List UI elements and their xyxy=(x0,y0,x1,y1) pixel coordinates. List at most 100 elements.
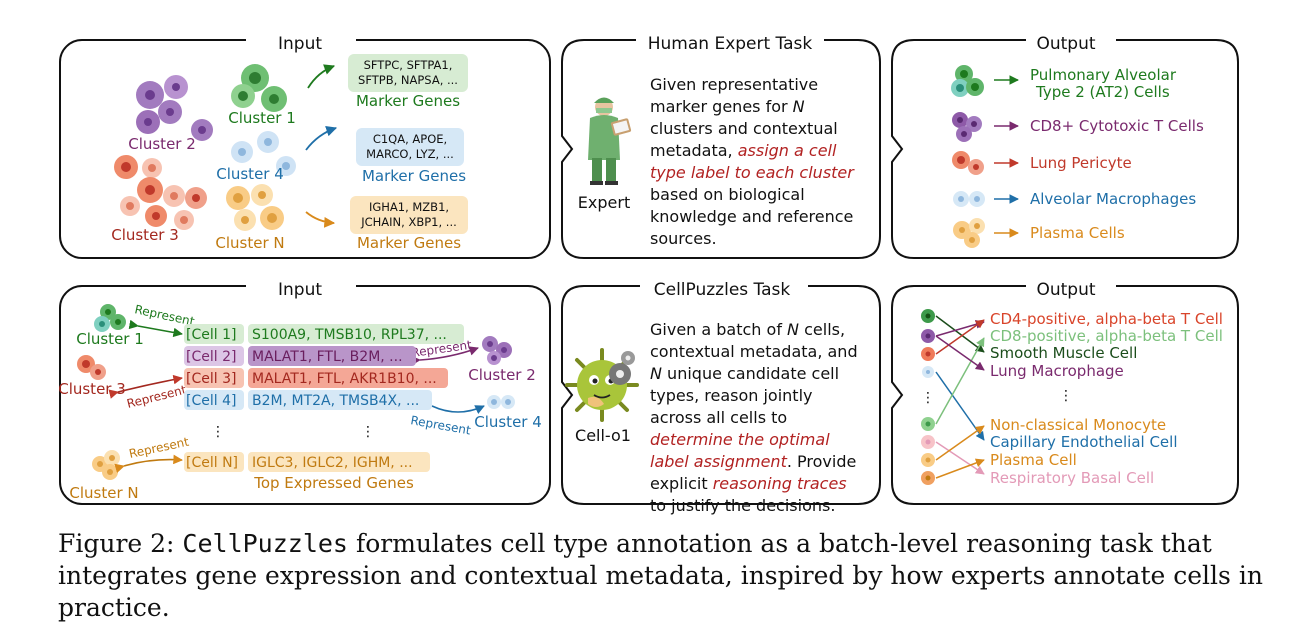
output-top-row-1: Pulmonary Alveolar Type 2 (AT2) Cells xyxy=(951,65,1177,101)
cluster-3-label: Cluster 3 xyxy=(111,226,179,244)
output-label-plasma-cells: Plasma Cells xyxy=(1030,224,1125,242)
represent-arrow-1 xyxy=(128,319,183,338)
expert-line-7: knowledge and reference xyxy=(650,207,853,226)
cell-row-n-genes: IGLC3, IGLC2, IGHM, ... xyxy=(252,455,413,471)
left-cells-ellipsis: ⋮ xyxy=(921,390,935,406)
output-top-row-5: Plasma Cells xyxy=(953,218,1125,248)
panel-input-bottom: Input xyxy=(59,276,551,505)
output-label-pericyte: Lung Pericyte xyxy=(1030,154,1132,172)
cluster-3-cells xyxy=(114,155,207,230)
expert-line-1: Given representative xyxy=(650,75,818,94)
output-label-cd8: CD8+ Cytotoxic T Cells xyxy=(1030,117,1204,135)
cell-row-n: [Cell N] IGLC3, IGLC2, IGHM, ... xyxy=(184,452,430,472)
output-bottom-labels: CD4-positive, alpha-beta T Cell CD8-posi… xyxy=(990,310,1223,487)
gene-box-3-line-2: JCHAIN, XBP1, ... xyxy=(360,215,457,229)
cell-row-1: [Cell 1] S100A9, TMSB10, RPL37, ... xyxy=(184,324,464,344)
b-cluster-2-label: Cluster 2 xyxy=(468,366,536,384)
represent-arrow-4 xyxy=(422,398,485,414)
rows-ellipsis-left: ⋮ xyxy=(211,424,225,440)
b-cluster-1-label: Cluster 1 xyxy=(76,330,144,348)
cell-row-2-id: [Cell 2] xyxy=(186,349,236,365)
cp-highlight-3: reasoning traces xyxy=(713,474,847,493)
gene-box-2-line-1: C1QA, APOE, xyxy=(373,132,447,146)
marker-genes-label-1: Marker Genes xyxy=(356,92,460,110)
cluster-1-cells xyxy=(231,64,287,112)
gene-box-1-line-2: SFTPB, NAPSA, ... xyxy=(358,73,458,87)
cell-row-3: [Cell 3] MALAT1, FTL, AKR1B10, ... xyxy=(184,368,448,388)
cp-line-1a: Given a batch of xyxy=(650,320,787,339)
represent-label-3: Represent xyxy=(125,383,188,411)
svg-text:to justify the decisions.: to justify the decisions. xyxy=(650,496,835,515)
out-label-cd4: CD4-positive, alpha-beta T Cell xyxy=(990,310,1223,328)
svg-text:marker genes for N: marker genes for N xyxy=(650,97,805,116)
top-expressed-genes-label: Top Expressed Genes xyxy=(253,474,414,492)
output-label-at2-line2: Type 2 (AT2) Cells xyxy=(1035,83,1170,101)
cell-row-1-id: [Cell 1] xyxy=(186,327,236,343)
panel-title-expert-task: Human Expert Task xyxy=(648,34,813,54)
out-label-smooth-muscle: Smooth Muscle Cell xyxy=(990,344,1137,362)
cp-line-1b: cells, xyxy=(799,320,845,339)
cp-line-6: . Provide xyxy=(787,452,856,471)
svg-text:explicit reasoning traces: explicit reasoning traces xyxy=(650,474,847,493)
cellpuzzles-task-text: Given a batch of N cells, contextual met… xyxy=(650,320,858,515)
cluster-2-cells xyxy=(136,75,213,141)
expert-line-4: metadata, xyxy=(650,141,738,160)
svg-text:metadata, assign a cell: metadata, assign a cell xyxy=(650,141,837,160)
out-label-lung-macrophage: Lung Macrophage xyxy=(990,362,1124,380)
cluster-n-cells xyxy=(226,184,284,231)
arrow-cluster4-genes xyxy=(305,125,338,151)
out-labels-ellipsis: ⋮ xyxy=(1059,388,1073,404)
cp-highlight-1: determine the optimal xyxy=(650,430,830,449)
b-cluster-n-cells xyxy=(92,450,120,480)
cell-row-4-id: [Cell 4] xyxy=(186,393,236,409)
out-label-plasma: Plasma Cell xyxy=(990,451,1077,469)
expert-icon xyxy=(588,97,632,185)
b-cluster-3-label: Cluster 3 xyxy=(58,380,126,398)
output-top-row-3: Lung Pericyte xyxy=(952,151,1132,175)
cell-row-4: [Cell 4] B2M, MT2A, TMSB4X, ... xyxy=(184,390,432,410)
b-cluster-3-cells xyxy=(77,355,106,380)
svg-text:clusters and contextual: clusters and contextual xyxy=(650,119,838,138)
svg-text:sources.: sources. xyxy=(650,229,717,248)
arrow-clustern-genes xyxy=(305,211,336,228)
expert-highlight-2: type label to each cluster xyxy=(650,163,855,182)
svg-text:types, reason jointly: types, reason jointly xyxy=(650,386,812,405)
represent-label-n: Represent xyxy=(128,435,191,461)
cp-line-4: types, reason jointly xyxy=(650,386,812,405)
output-top-row-4: Alveolar Macrophages xyxy=(953,190,1196,208)
panel-expert-task: Human Expert Task xyxy=(561,30,881,259)
cluster-1-label: Cluster 1 xyxy=(228,109,296,127)
panel-title-output-top: Output xyxy=(1036,34,1095,54)
svg-text:knowledge and reference: knowledge and reference xyxy=(650,207,853,226)
svg-text:type label to each cluster: type label to each cluster xyxy=(650,163,855,182)
marker-genes-label-3: Marker Genes xyxy=(357,234,461,252)
b-cluster-4-label: Cluster 4 xyxy=(474,413,542,431)
cell-o1-icon xyxy=(565,348,639,422)
expert-label: Expert xyxy=(578,193,630,212)
out-label-monocyte: Non-classical Monocyte xyxy=(990,416,1166,434)
out-label-capillary: Capillary Endothelial Cell xyxy=(990,433,1178,451)
expert-task-text: Given representative marker genes for N … xyxy=(650,75,855,248)
b-cluster-4-cells xyxy=(487,395,515,409)
expert-line-2: marker genes for xyxy=(650,97,793,116)
cell-o1-label: Cell-o1 xyxy=(575,426,631,445)
panel-output-bottom: Output xyxy=(891,276,1239,505)
expert-line-6: based on biological xyxy=(650,185,805,204)
svg-text:based on biological: based on biological xyxy=(650,185,805,204)
marker-genes-label-2: Marker Genes xyxy=(362,167,466,185)
out-label-basal: Respiratory Basal Cell xyxy=(990,469,1154,487)
gene-box-3-line-1: IGHA1, MZB1, xyxy=(369,200,449,214)
caption-prefix: Figure 2: xyxy=(58,529,183,558)
b-cluster-1-cells xyxy=(94,304,126,332)
cluster-4-label: Cluster 4 xyxy=(216,165,284,183)
cp-highlight-2: label assignment xyxy=(650,452,788,471)
cluster-4-cells xyxy=(231,131,296,176)
b-cluster-2-cells xyxy=(482,336,512,365)
gene-box-1-line-1: SFTPC, SFTPA1, xyxy=(364,58,453,72)
svg-text:determine the optimal: determine the optimal xyxy=(650,430,830,449)
cp-line-7: explicit xyxy=(650,474,713,493)
cp-n-2: N xyxy=(650,364,662,383)
caption-text: formulates cell type annotation as a bat… xyxy=(58,529,1263,622)
figure-caption: Figure 2: CellPuzzles formulates cell ty… xyxy=(58,528,1278,624)
